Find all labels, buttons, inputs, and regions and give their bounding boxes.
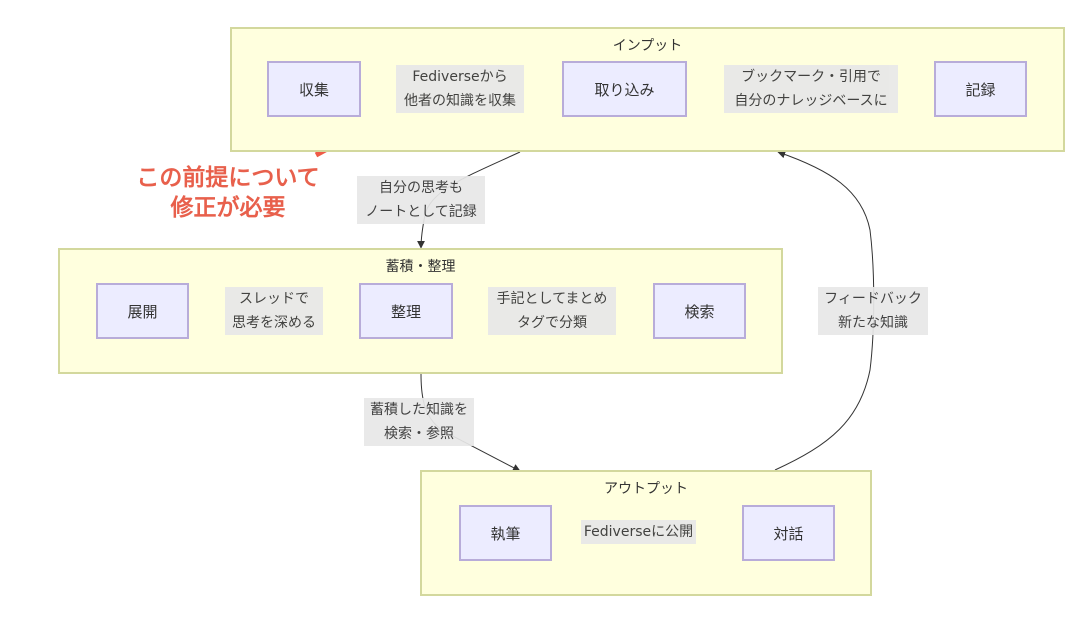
edge-label-line: Fediverseから (412, 69, 508, 85)
edge-label-write-dialogue: Fediverseに公開 (581, 520, 696, 544)
edge-label-line: フィードバック (824, 291, 922, 307)
subgraph-input: インプット (230, 27, 1065, 152)
edge-label-line: Fediverseに公開 (583, 524, 694, 540)
edge-label-line: 新たな知識 (838, 315, 908, 331)
edge-label-line: ノートとして記録 (365, 204, 477, 220)
edge-label-expand-organize: スレッドで 思考を深める (225, 287, 323, 335)
node-search[interactable]: 検索 (653, 283, 746, 339)
edge-label-accumulate-output: 蓄積した知識を 検索・参照 (364, 398, 474, 446)
edge-label-import-record: ブックマーク・引用で 自分のナレッジベースに (724, 65, 898, 113)
edge-label-line: スレッドで (239, 291, 309, 307)
annotation-note: この前提について 修正が必要 (118, 163, 338, 223)
subgraph-title-output: アウトプット (604, 481, 688, 497)
edge-label-collect-import: Fediverseから 他者の知識を収集 (396, 65, 524, 113)
subgraph-title-accumulate: 蓄積・整理 (385, 259, 456, 275)
edge-label-input-accumulate: 自分の思考も ノートとして記録 (357, 176, 485, 224)
edge-label-line: 思考を深める (232, 315, 316, 331)
node-organize[interactable]: 整理 (359, 283, 453, 339)
edge-label-line: 自分の思考も (379, 180, 463, 196)
edge-label-feedback: フィードバック 新たな知識 (818, 287, 928, 335)
edge-label-line: ブックマーク・引用で (741, 69, 881, 85)
node-import[interactable]: 取り込み (562, 61, 687, 117)
node-record[interactable]: 記録 (934, 61, 1027, 117)
edge-label-line: タグで分類 (517, 315, 587, 331)
node-expand[interactable]: 展開 (96, 283, 189, 339)
subgraph-title-input: インプット (612, 38, 683, 54)
annotation-line: この前提について (136, 165, 320, 191)
edge-label-line: 他者の知識を収集 (404, 93, 516, 109)
node-write[interactable]: 執筆 (459, 505, 552, 561)
annotation-line: 修正が必要 (170, 195, 286, 221)
edge-label-line: 検索・参照 (384, 426, 454, 442)
edge-label-organize-search: 手記としてまとめ タグで分類 (488, 287, 616, 335)
edge-label-line: 蓄積した知識を (370, 402, 468, 418)
node-collect[interactable]: 収集 (267, 61, 361, 117)
node-dialogue[interactable]: 対話 (742, 505, 835, 561)
edge-label-line: 自分のナレッジベースに (734, 93, 888, 109)
edge-label-line: 手記としてまとめ (496, 291, 608, 307)
